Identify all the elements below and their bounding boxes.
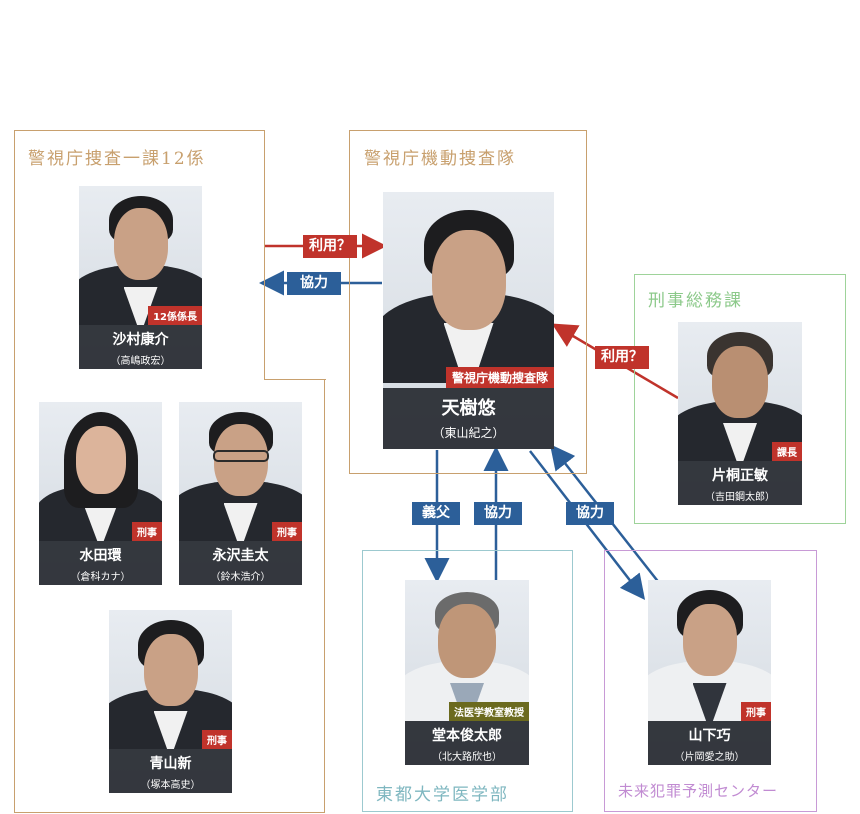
group-title-mobile-unit: 警視庁機動捜査隊	[364, 149, 516, 169]
role-badge-sawamura: 12係係長	[148, 306, 202, 325]
card-domoto[interactable]: 法医学教室教授 堂本俊太郎 （北大路欣也）	[405, 580, 529, 765]
group-tokyo-12-lower	[14, 379, 325, 813]
relation-label-cooperate-domoto: 協力	[474, 502, 522, 525]
card-katagiri[interactable]: 課長 片桐正敏 （吉田鋼太郎）	[678, 322, 802, 505]
card-sawamura[interactable]: 12係係長 沙村康介 （高嶋政宏）	[79, 186, 202, 369]
group-tokyo-12	[14, 130, 265, 380]
group-title-crime-center: 未来犯罪予測センター	[618, 782, 779, 800]
group-tokyo-12-step	[264, 379, 326, 380]
card-yamashita[interactable]: 刑事 山下巧 （片岡愛之助）	[648, 580, 771, 765]
role-badge-nagasawa: 刑事	[272, 522, 302, 541]
actor-name-yamashita: （片岡愛之助）	[674, 752, 745, 763]
character-name-nagasawa: 永沢圭太	[212, 548, 269, 564]
group-title-university: 東都大学医学部	[376, 785, 509, 805]
portrait-sawamura	[79, 186, 202, 369]
role-badge-mizuta: 刑事	[132, 522, 162, 541]
actor-name-domoto: （北大路欣也）	[432, 752, 502, 763]
card-amagi[interactable]: 警視庁機動捜査隊 天樹悠 （東山紀之）	[383, 192, 554, 449]
relation-label-use-12: 利用？	[303, 235, 357, 258]
group-mobile-unit	[349, 130, 587, 474]
portrait-aoyama	[109, 610, 232, 793]
character-name-katagiri: 片桐正敏	[712, 468, 768, 484]
actor-name-aoyama: （塚本高史）	[140, 780, 201, 791]
relation-label-use-katagiri: 利用？	[595, 346, 649, 369]
role-badge-aoyama: 刑事	[202, 730, 232, 749]
portrait-yamashita	[648, 580, 771, 765]
group-title-general-affairs: 刑事総務課	[648, 291, 743, 311]
character-name-sawamura: 沙村康介	[112, 332, 169, 348]
group-crime-center	[604, 550, 817, 812]
character-name-aoyama: 青山新	[149, 756, 192, 772]
actor-name-nagasawa: （鈴木浩介）	[210, 572, 271, 583]
character-name-yamashita: 山下巧	[688, 728, 731, 744]
role-badge-domoto: 法医学教室教授	[449, 702, 529, 721]
actor-name-amagi: （東山紀之）	[432, 426, 505, 440]
actor-name-katagiri: （吉田鋼太郎）	[705, 492, 775, 503]
character-name-mizuta: 水田環	[79, 548, 122, 564]
portrait-katagiri	[678, 322, 802, 505]
card-nagasawa[interactable]: 刑事 永沢圭太 （鈴木浩介）	[179, 402, 302, 585]
relation-label-cooperate-12: 協力	[287, 272, 341, 295]
card-mizuta[interactable]: 刑事 水田環 （倉科カナ）	[39, 402, 162, 585]
relation-label-cooperate-yamashita: 協力	[566, 502, 614, 525]
group-title-tokyo-12: 警視庁捜査一課12係	[28, 149, 206, 169]
actor-name-sawamura: （高嶋政宏）	[110, 356, 171, 367]
card-aoyama[interactable]: 刑事 青山新 （塚本高史）	[109, 610, 232, 793]
group-university	[362, 550, 573, 812]
role-badge-katagiri: 課長	[772, 442, 802, 461]
portrait-nagasawa	[179, 402, 302, 585]
role-badge-amagi: 警視庁機動捜査隊	[445, 367, 554, 388]
role-badge-yamashita: 刑事	[741, 702, 771, 721]
relation-label-father-in-law: 義父	[412, 502, 460, 525]
actor-name-mizuta: （倉科カナ）	[70, 572, 131, 583]
character-name-amagi: 天樹悠	[441, 398, 496, 419]
group-general-affairs	[634, 274, 846, 524]
character-name-domoto: 堂本俊太郎	[432, 728, 502, 744]
